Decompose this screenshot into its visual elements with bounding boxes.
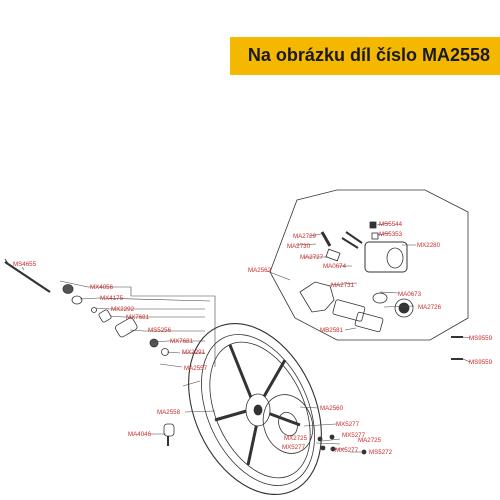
- label-MA0673: MA0673: [398, 291, 422, 298]
- bearing-seal: [149, 338, 159, 348]
- label-MX4056: MX4056: [90, 284, 114, 291]
- label-MX7681-b: MX7681: [170, 338, 194, 345]
- label-MS5256: MS5256: [148, 327, 172, 334]
- bleeder-cap: [371, 232, 379, 240]
- washer-ring: [71, 295, 83, 305]
- label-MA2729: MA2729: [293, 233, 317, 240]
- caliper-bracket: [299, 281, 335, 313]
- wheel-tire-outer: [188, 323, 322, 495]
- label-MB2581: MB2581: [320, 327, 344, 334]
- caliper-pin: [341, 231, 363, 249]
- label-MX5277-d: MX5277: [335, 447, 359, 454]
- disc-bolt: [320, 445, 326, 451]
- label-MX2725: MX2725: [284, 435, 308, 442]
- leader-lines: [21, 222, 471, 453]
- label-MA2727: MA2727: [300, 254, 324, 261]
- brake-caliper-body: [364, 241, 408, 273]
- label-MS5353: MS5353: [379, 231, 403, 238]
- small-washer: [91, 307, 97, 313]
- pad-spring: [325, 248, 341, 262]
- caliper-piston-small: [394, 298, 414, 318]
- bearing-part: [98, 309, 112, 323]
- brake-pad-a: [332, 299, 366, 322]
- disc-bolt: [329, 434, 335, 440]
- label-MA4046: MA4046: [128, 431, 152, 438]
- bleeder-screw: [369, 221, 377, 229]
- label-MX5277-c: MX5277: [282, 444, 306, 451]
- label-MS9559-a: MS9559: [469, 335, 493, 342]
- wheel-tire-inner: [201, 334, 315, 486]
- label-MA2725: MA2725: [358, 437, 382, 444]
- caliper-piston-core: [398, 302, 410, 314]
- part-number-banner: Na obrázku díl číslo MA2558: [230, 37, 500, 75]
- label-MA2731: MA2731: [331, 282, 355, 289]
- label-MS4655: MS4655: [13, 261, 37, 268]
- label-MS5272: MS5272: [369, 449, 393, 456]
- label-MX2291: MX2291: [182, 349, 206, 356]
- wheel-spokes: [214, 344, 301, 466]
- label-MA2562: MA2562: [248, 267, 272, 274]
- distance-collar: [115, 317, 138, 338]
- label-MX2280: MX2280: [417, 242, 441, 249]
- label-MX4175: MX4175: [100, 295, 124, 302]
- piston-seal: [372, 292, 388, 304]
- disc-bolt: [317, 436, 323, 442]
- label-MA2726: MA2726: [418, 304, 442, 311]
- caliper-piston: [386, 247, 404, 269]
- label-MX7681-a: MX7681: [126, 314, 150, 321]
- label-MS9559-b: MS9559: [469, 359, 493, 366]
- label-MS5544: MS5544: [379, 221, 403, 228]
- label-MA2730: MA2730: [287, 243, 311, 250]
- wheel-hub-center: [253, 404, 263, 416]
- axle-head: [4, 258, 10, 266]
- caliper-bolt: [320, 231, 332, 247]
- label-MA2557: MA2557: [184, 365, 208, 372]
- brake-disc-center: [278, 411, 298, 437]
- label-MX5277-a: MX5277: [336, 421, 360, 428]
- axle-shaft: [4, 261, 51, 293]
- axle-nut: [62, 284, 74, 294]
- part-number-banner-text: Na obrázku díl číslo MA2558: [247, 45, 490, 65]
- brake-disc: [262, 394, 314, 454]
- label-MA0674: MA0674: [323, 263, 347, 270]
- label-MA2560: MA2560: [320, 405, 344, 412]
- label-MX2292: MX2292: [111, 306, 135, 313]
- brake-pad-b: [354, 311, 384, 333]
- bracket-lines: [88, 286, 216, 367]
- wheel-rim: [209, 341, 311, 479]
- label-MX5277-b: MX5277: [342, 432, 366, 439]
- caliper-group-outline: [269, 189, 469, 341]
- label-MA2558: MA2558: [157, 409, 181, 416]
